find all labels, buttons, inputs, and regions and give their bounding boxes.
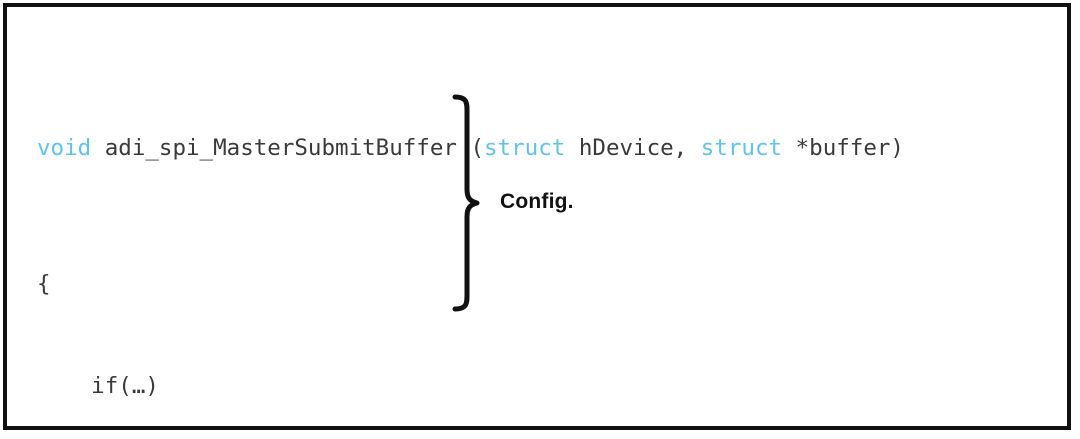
keyword-struct: struct [700,135,783,161]
code-line: if(…) [37,373,159,399]
keyword-void: void [37,135,92,161]
keyword-struct: struct [484,135,566,161]
code-line: { [37,271,51,297]
code-listing: void adi_spi_MasterSubmitBuffer (struct … [37,29,1047,439]
figure-border-frame: void adi_spi_MasterSubmitBuffer (struct … [3,3,1071,430]
code-line: void adi_spi_MasterSubmitBuffer (struct … [37,131,1047,165]
code-text: adi_spi_MasterSubmitBuffer ( [91,135,485,161]
code-text: hDevice, [565,135,701,161]
annotation-label-config: Config. [500,190,574,213]
code-text: *buffer) [782,135,904,161]
